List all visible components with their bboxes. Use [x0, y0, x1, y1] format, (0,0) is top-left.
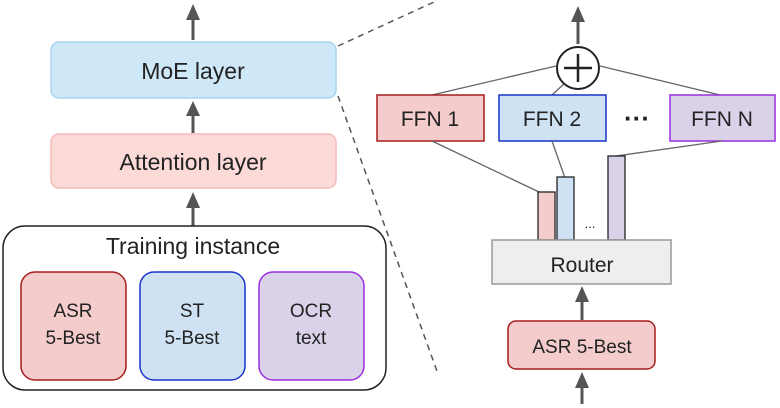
expert-ffn-2: FFN 2	[498, 94, 607, 142]
expert-ffn-2-box	[498, 94, 607, 142]
arrow-sum-output-head	[571, 6, 585, 22]
input-asr-5-best: ASR 5-Best	[507, 320, 656, 370]
zoom-line-top	[337, 1, 435, 47]
arrow-attention-to-moe-head	[186, 101, 200, 116]
training-card-st-line1: ST	[180, 301, 205, 322]
router-weights-ellipsis: ...	[585, 216, 596, 231]
router: Router	[491, 239, 672, 285]
training-card-asr-line2: 5-Best	[46, 328, 102, 349]
expert-ffn-1-label: FFN 1	[401, 108, 459, 131]
training-card-ocr-line2: text	[296, 328, 327, 349]
attention-layer-label: Attention layer	[119, 149, 266, 175]
arrow-into-input-head	[575, 372, 589, 388]
sum-node	[556, 46, 600, 90]
training-card-ocr: OCR text	[258, 271, 365, 381]
training-card-asr: ASR 5-Best	[20, 271, 127, 381]
training-card-st-box	[139, 271, 246, 381]
expert-ffn-1-box	[376, 94, 485, 142]
line-ffnn-to-sum	[599, 65, 721, 96]
router-label: Router	[550, 254, 613, 277]
training-card-asr-box	[20, 271, 127, 381]
line-ffnn-to-router	[615, 140, 723, 157]
moe-layer-label: MoE layer	[141, 58, 245, 84]
expert-ffn-2-label: FFN 2	[523, 108, 581, 131]
expert-ffn-n-label: FFN N	[691, 108, 753, 131]
input-box	[507, 320, 656, 370]
line-ffn2-to-router	[551, 140, 566, 179]
arrow-output-head	[186, 4, 200, 20]
router-weights: ...	[537, 155, 626, 241]
training-card-asr-line1: ASR	[53, 301, 92, 322]
attention-layer: Attention layer	[50, 133, 337, 189]
arrow-input-to-router-head	[575, 286, 589, 302]
line-ffn1-to-router	[431, 140, 540, 193]
router-weight-bar-2	[556, 176, 575, 241]
expert-ffn-n-box	[669, 94, 776, 142]
training-card-st: ST 5-Best	[139, 271, 246, 381]
router-box	[491, 239, 672, 285]
training-instance: Training instance ASR 5-Best ST 5-Best O…	[2, 225, 387, 391]
line-ffn1-to-sum	[431, 65, 557, 96]
expert-ffn-n: FFN N	[669, 94, 776, 142]
zoom-line-bottom	[337, 95, 439, 375]
router-weight-bar-n	[607, 155, 626, 241]
training-card-st-line2: 5-Best	[165, 328, 221, 349]
expert-ffn-1: FFN 1	[376, 94, 485, 142]
training-card-ocr-line1: OCR	[290, 301, 332, 322]
attention-layer-box	[50, 133, 337, 189]
arrow-training-to-attention-head	[186, 192, 200, 208]
input-label: ASR 5-Best	[532, 337, 632, 358]
moe-layer-box	[50, 41, 337, 99]
experts-ellipsis: ···	[624, 103, 650, 133]
training-instance-title: Training instance	[106, 233, 280, 259]
router-weight-bar-1	[537, 191, 556, 241]
training-card-ocr-box	[258, 271, 365, 381]
moe-layer: MoE layer	[50, 41, 337, 99]
